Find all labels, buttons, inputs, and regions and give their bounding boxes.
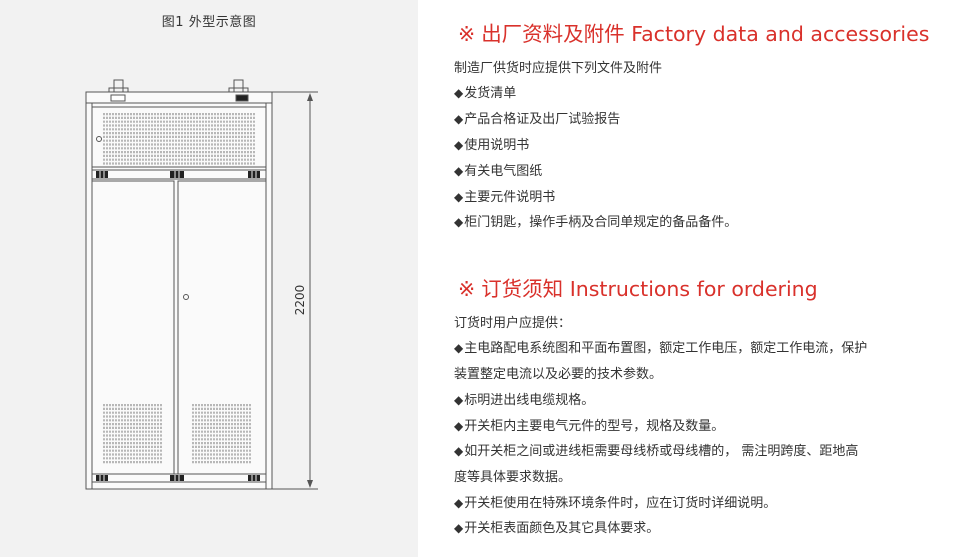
dim-arrow-top [307, 93, 313, 101]
upper-lock [96, 136, 102, 142]
section-title-ordering: ※订货须知 Instructions for ordering [458, 277, 818, 301]
list-item: ◆如开关柜之间或进线柜需要母线桥或母线槽的， 需注明跨度、距地高 [454, 444, 859, 459]
list-item: ◆主电路配电系统图和平面布置图，额定工作电压，额定工作电流，保护 [454, 341, 868, 356]
list-item: ◆主要元件说明书 [454, 190, 556, 205]
lifting-lug-base-right [228, 87, 249, 93]
lower-vent-left [103, 404, 162, 464]
list-item: ◆发货清单 [454, 86, 517, 101]
list-item-continuation: 度等具体要求数据。 [454, 470, 572, 485]
list-item: ◆开关柜使用在特殊环境条件时，应在订货时详细说明。 [454, 496, 777, 511]
upper-compartment [91, 106, 267, 168]
list-item: ◆开关柜表面颜色及其它具体要求。 [454, 521, 660, 536]
height-dimension-label: 2200 [293, 285, 307, 316]
list-item: ◆柜门钥匙，操作手柄及合同单规定的备品备件。 [454, 215, 738, 230]
section-intro: 订货时用户应提供： [454, 316, 572, 331]
cabinet-outline-drawing: 2200 [85, 79, 318, 490]
list-item: ◆使用说明书 [454, 138, 530, 153]
top-strip-marker-right [235, 94, 249, 102]
upper-vent-grille [103, 113, 255, 165]
list-item: ◆标明进出线电缆规格。 [454, 393, 595, 408]
separator-band-bottom [91, 473, 267, 483]
list-item: ◆开关柜内主要电气元件的型号，规格及数量。 [454, 419, 725, 434]
separator-band-top [91, 169, 267, 180]
dim-arrow-bottom [307, 480, 313, 488]
section-title-factory-data: ※出厂资料及附件 Factory data and accessories [458, 22, 930, 46]
hinge-blocks [96, 171, 260, 481]
figure-panel: 图1 外型示意图 [0, 0, 418, 557]
lifting-lug-right [233, 79, 244, 93]
lifting-lug-base-left [108, 87, 129, 93]
list-item: ◆产品合格证及出厂试验报告 [454, 112, 621, 127]
top-strip-marker-left [110, 94, 126, 102]
list-item-continuation: 装置整定电流以及必要的技术参数。 [454, 367, 663, 382]
door-handle [183, 294, 189, 300]
lifting-lug-left [113, 79, 124, 93]
figure-caption: 图1 外型示意图 [161, 15, 257, 30]
lower-vent-right [192, 404, 251, 464]
section-intro: 制造厂供货时应提供下列文件及附件 [454, 61, 663, 76]
list-item: ◆有关电气图纸 [454, 164, 543, 179]
